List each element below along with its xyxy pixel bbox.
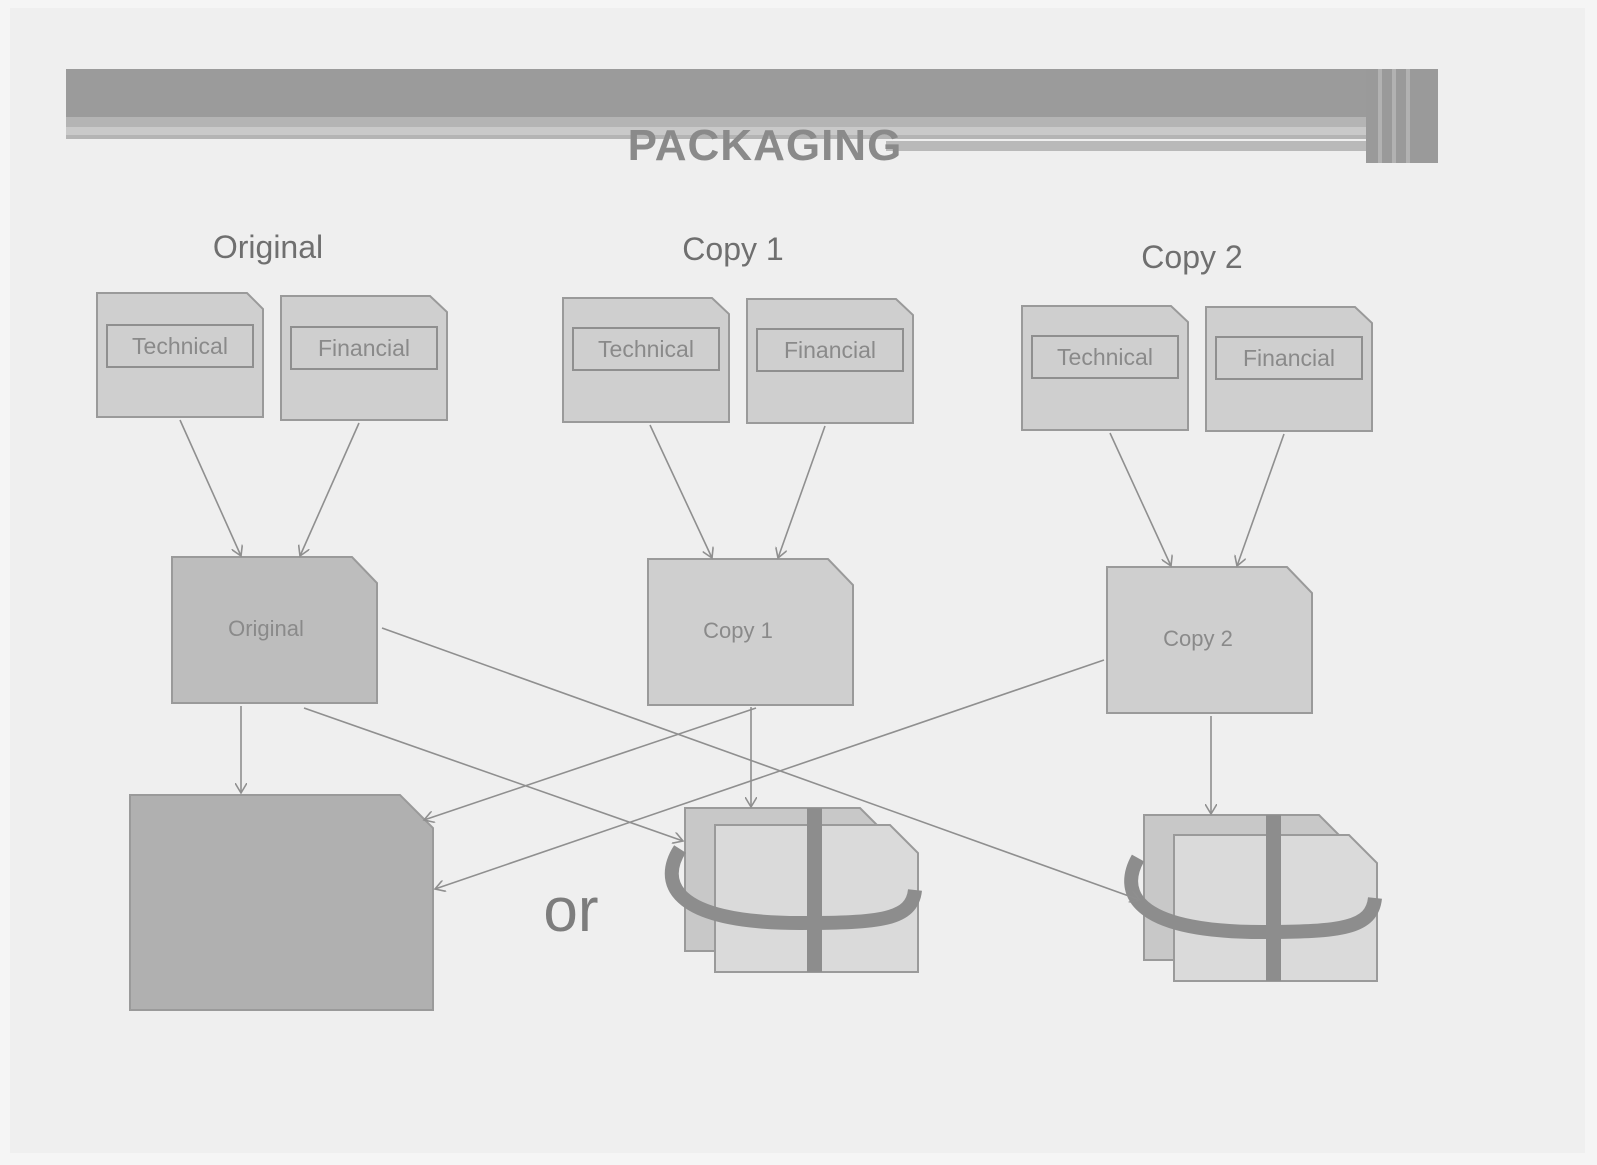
document-technical-copy-2: Technical bbox=[1021, 305, 1189, 431]
group-heading-copy-1: Copy 1 bbox=[682, 231, 783, 267]
title-banner bbox=[66, 69, 1438, 163]
arrows-documents-to-envelopes bbox=[179, 419, 1285, 566]
document-label: Technical bbox=[132, 333, 228, 359]
envelope-copy-2: Copy 2 bbox=[1106, 566, 1313, 714]
document-label: Financial bbox=[1243, 345, 1335, 371]
strapped-package-2 bbox=[1124, 814, 1382, 982]
group-heading-copy-2: Copy 2 bbox=[1141, 239, 1242, 275]
or-label: or bbox=[543, 876, 598, 945]
envelope-label: Copy 1 bbox=[703, 618, 773, 643]
document-technical-original: Technical bbox=[96, 292, 264, 418]
document-technical-copy-1: Technical bbox=[562, 297, 730, 423]
document-label: Technical bbox=[1057, 344, 1153, 370]
document-financial-copy-2: Financial bbox=[1205, 306, 1373, 432]
document-financial-original: Financial bbox=[280, 295, 448, 421]
document-label: Technical bbox=[598, 336, 694, 362]
envelope-copy-1: Copy 1 bbox=[647, 558, 854, 706]
document-label: Financial bbox=[784, 337, 876, 363]
document-label: Financial bbox=[318, 335, 410, 361]
strapped-package-1 bbox=[664, 807, 922, 973]
envelope-label: Copy 2 bbox=[1163, 626, 1233, 651]
page-title: PACKAGING bbox=[627, 121, 903, 170]
arrows-envelopes-to-packages bbox=[241, 627, 1211, 900]
outer-envelope bbox=[129, 794, 434, 1011]
document-financial-copy-1: Financial bbox=[746, 298, 914, 424]
group-heading-original: Original bbox=[213, 229, 323, 265]
envelope-original: Original bbox=[171, 556, 378, 704]
envelope-label: Original bbox=[228, 616, 304, 641]
